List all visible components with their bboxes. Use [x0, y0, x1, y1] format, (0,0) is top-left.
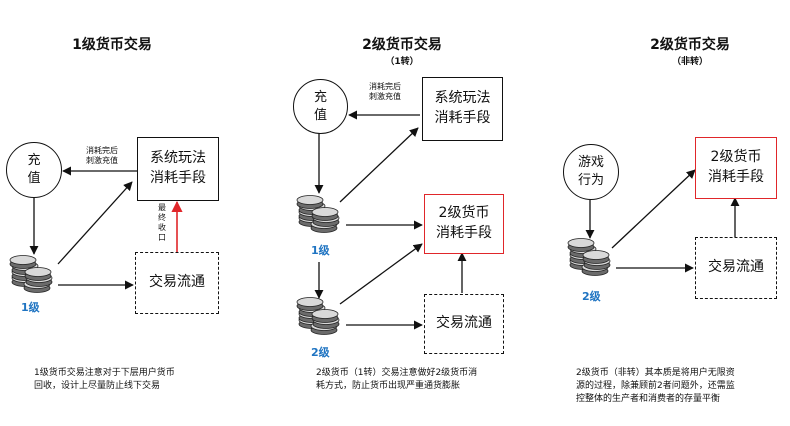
system-consume-box: 系统玩法 消耗手段	[422, 77, 503, 141]
recharge-note: 消耗完后 刺激充值	[86, 146, 118, 165]
level2-consume-box: 2级货币 消耗手段	[424, 194, 504, 254]
coin-stack-icon	[297, 298, 339, 335]
coin-stack-icon	[568, 239, 610, 276]
trade-box: 交易流通	[424, 294, 504, 354]
recharge-note: 消耗完后 刺激充值	[369, 82, 401, 101]
panel3-note: 2级货币（非转）其本质是将用户无限资 源的过程，除兼顾前2者问题外，还需监 控整…	[576, 368, 735, 405]
coin-stack-icon	[297, 196, 339, 233]
coin-level-label: 2级	[582, 290, 601, 303]
recharge-circle: 充 值	[6, 142, 62, 198]
level2-consume-box: 2级货币 消耗手段	[695, 137, 777, 199]
panel3-title: 2级货币交易	[650, 37, 730, 53]
trade-box: 交易流通	[695, 237, 777, 299]
system-consume-box: 系统玩法 消耗手段	[137, 137, 219, 201]
coin-stack-icon	[10, 256, 52, 293]
panel3-subtitle: （非转）	[671, 57, 708, 67]
coin-level-label: 1级	[21, 301, 40, 314]
recycle-note: 最 终 收 口	[158, 203, 166, 242]
panel1-title: 1级货币交易	[72, 37, 152, 53]
game-behavior-circle: 游戏 行为	[563, 144, 619, 200]
coin-level2-label: 2级	[311, 346, 330, 359]
recharge-circle: 充 值	[293, 79, 348, 134]
panel2-title: 2级货币交易	[362, 37, 442, 53]
panel2-note: 2级货币（1转）交易注意做好2级货币消 耗方式，防止货币出现严重通货膨胀	[316, 368, 478, 392]
panel1-note: 1级货币交易注意对于下层用户货币 回收，设计上尽量防止线下交易	[34, 368, 175, 392]
coin-level1-label: 1级	[311, 244, 330, 257]
trade-box: 交易流通	[135, 252, 219, 314]
panel2-subtitle: （1转）	[385, 57, 419, 67]
